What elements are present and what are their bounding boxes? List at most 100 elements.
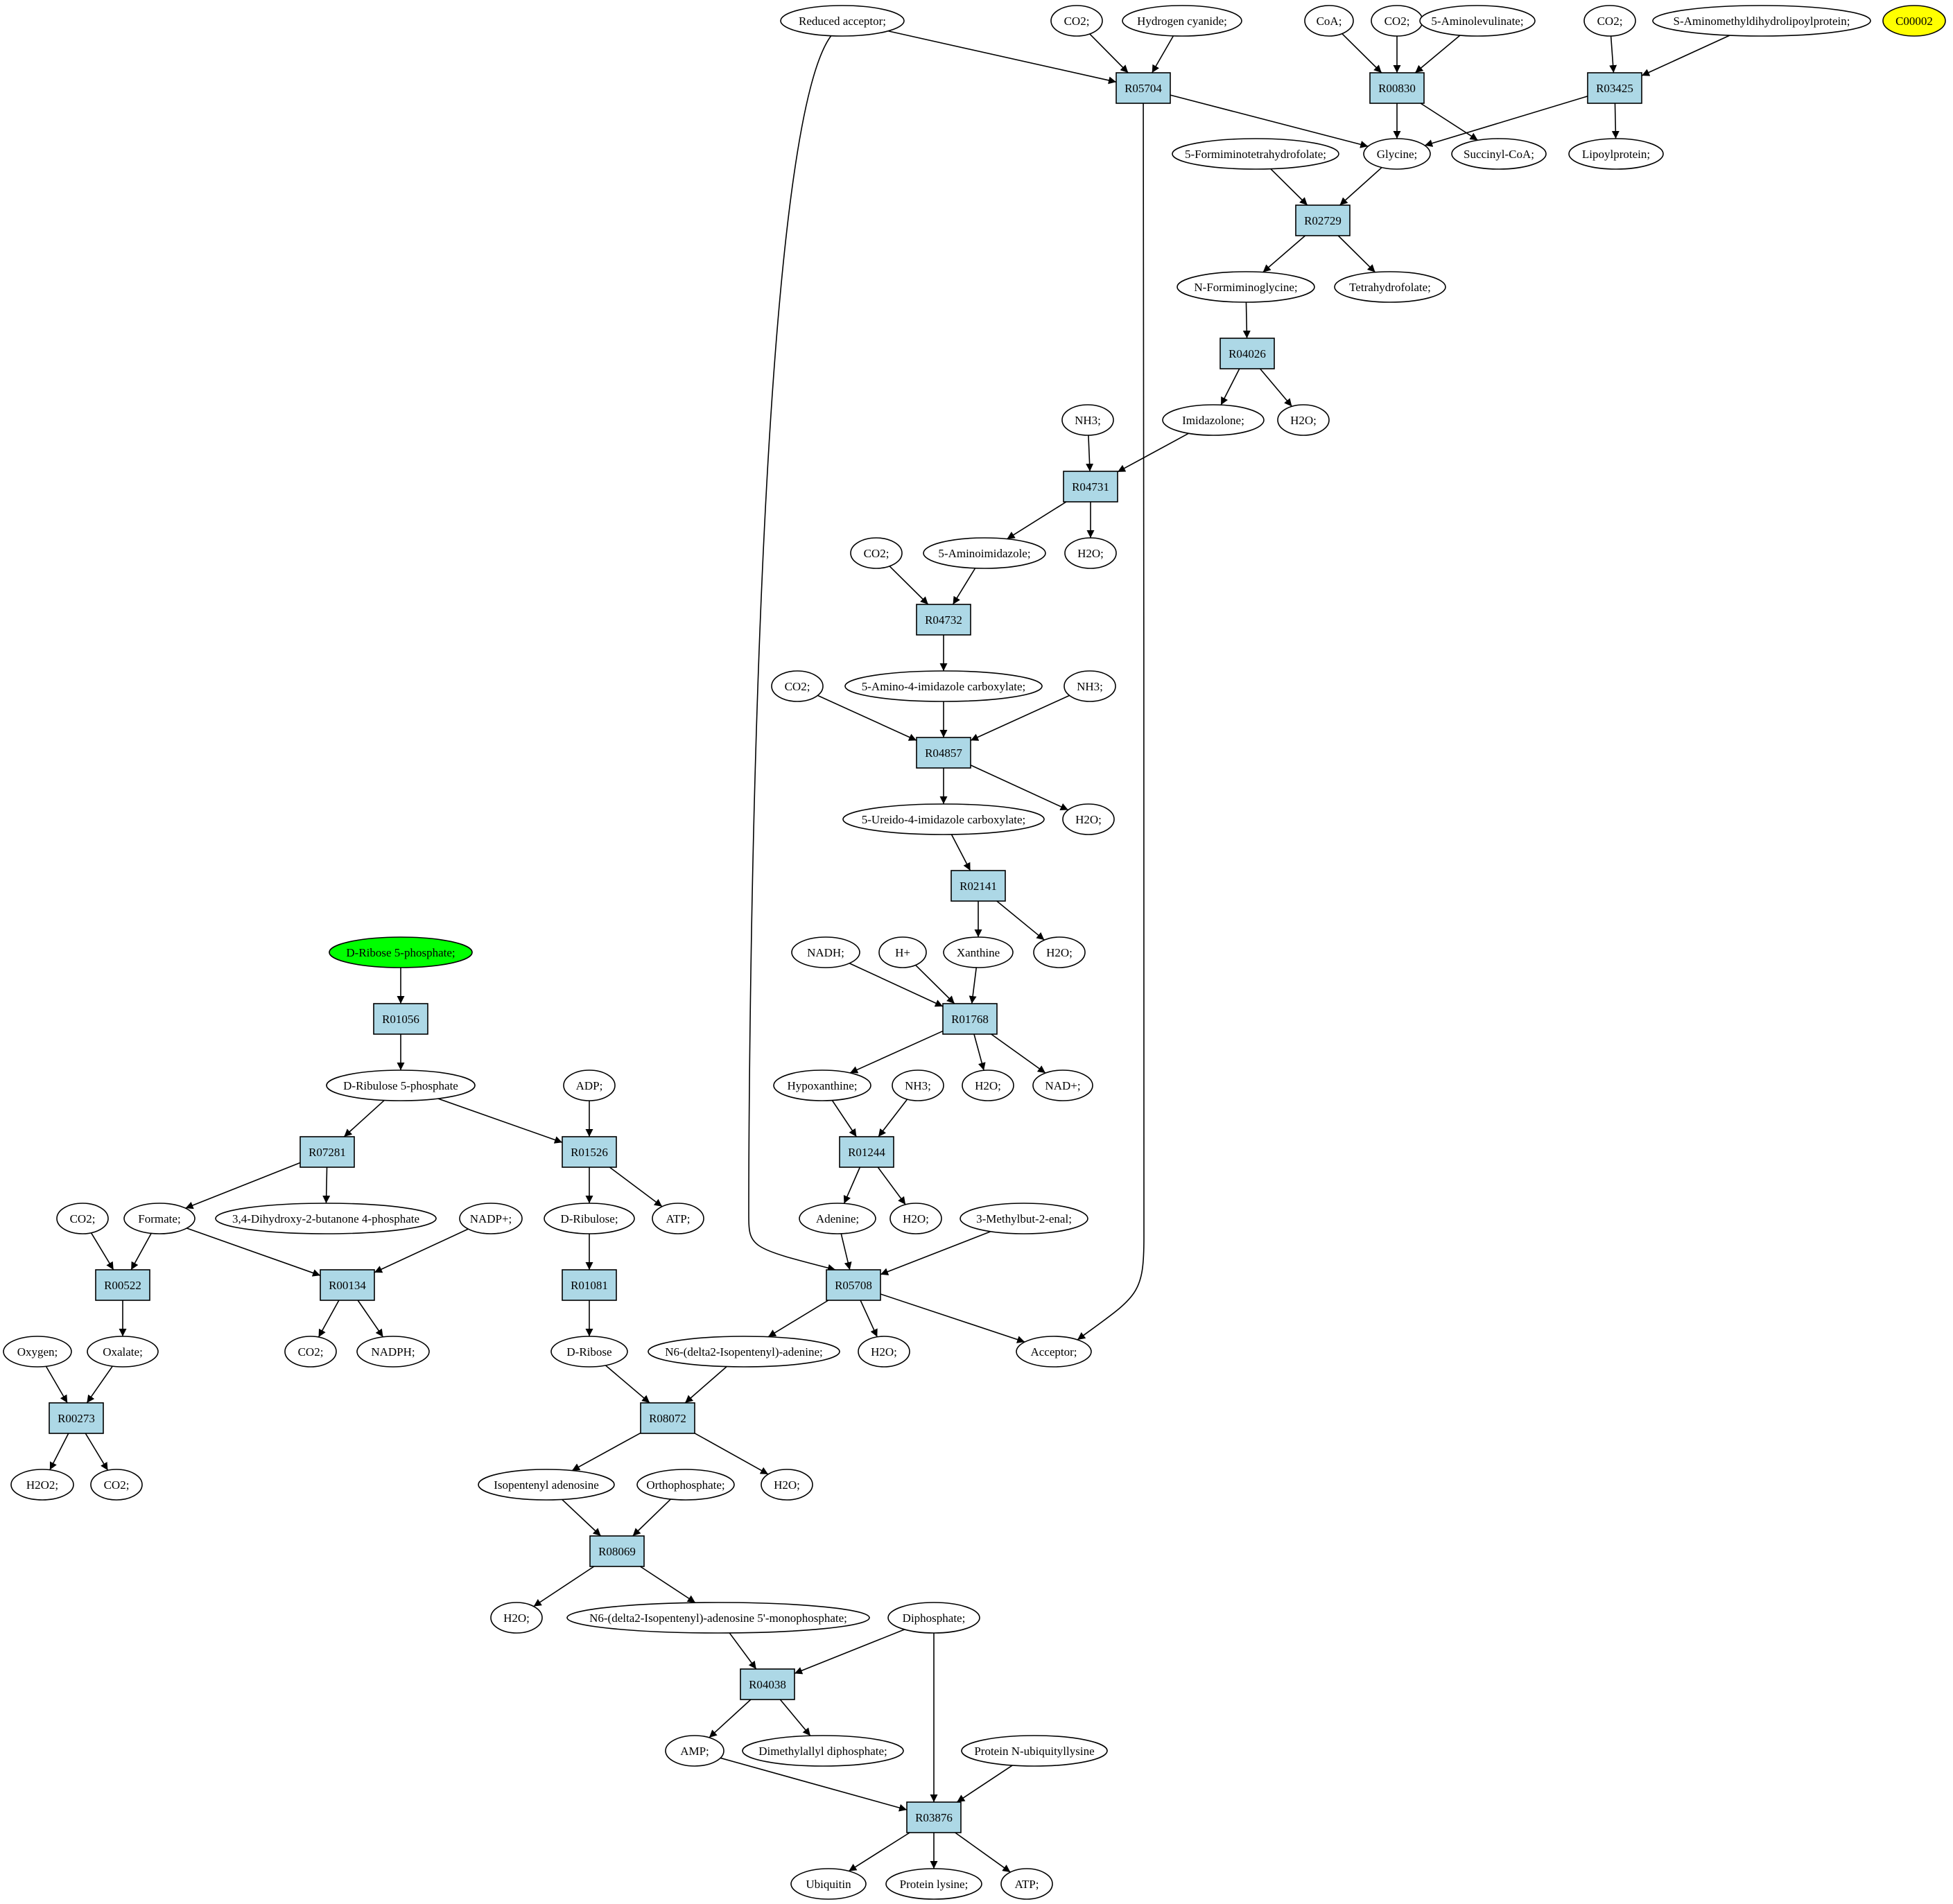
node-shape-c_gly xyxy=(1363,138,1431,170)
compound-node-c_ubi[interactable]: Ubiquitin xyxy=(790,1868,867,1900)
compound-node-c_c00002[interactable]: C00002 xyxy=(1882,5,1946,37)
node-shape-c_oxy xyxy=(3,1336,72,1368)
compound-node-c_co2_c[interactable]: CO2; xyxy=(1583,5,1636,37)
compound-node-c_ppi[interactable]: Diphosphate; xyxy=(887,1602,980,1634)
compound-node-c_lipo[interactable]: Lipoylprotein; xyxy=(1568,138,1664,170)
compound-node-c_atp_a[interactable]: ATP; xyxy=(652,1203,704,1234)
compound-node-c_dhbp[interactable]: 3,4-Dihydroxy-2-butanone 4-phosphate xyxy=(215,1203,437,1234)
compound-node-c_xan[interactable]: Xanthine xyxy=(943,936,1014,968)
reaction-node-r_r04857[interactable]: R04857 xyxy=(916,737,971,769)
reaction-node-r_r07281[interactable]: R07281 xyxy=(300,1136,355,1168)
edge-r_r00830-to-c_succoa xyxy=(1420,103,1478,141)
edge-c_formate-to-r_r00134 xyxy=(186,1228,321,1277)
compound-node-c_5u4ic[interactable]: 5-Ureido-4-imidazole carboxylate; xyxy=(842,803,1045,835)
compound-node-c_samdlp[interactable]: S-Aminomethyldihydrolipoylprotein; xyxy=(1652,5,1871,37)
compound-node-c_5aimid[interactable]: 5-Aminoimidazole; xyxy=(923,537,1046,569)
compound-node-c_co2_h[interactable]: CO2; xyxy=(90,1469,143,1501)
node-shape-c_n6iamp xyxy=(566,1602,870,1634)
compound-node-c_h2o_h[interactable]: H2O; xyxy=(761,1469,813,1501)
compound-node-c_h2o_a[interactable]: H2O; xyxy=(1277,404,1330,436)
reaction-node-r_r03876[interactable]: R03876 xyxy=(906,1801,962,1833)
compound-node-c_co2_a[interactable]: CO2; xyxy=(1050,5,1103,37)
reaction-node-r_r00522[interactable]: R00522 xyxy=(95,1269,150,1301)
compound-node-c_formate[interactable]: Formate; xyxy=(123,1203,196,1234)
compound-node-c_h2o_f[interactable]: H2O; xyxy=(889,1203,942,1234)
compound-node-c_nh3_b[interactable]: NH3; xyxy=(1064,670,1116,702)
compound-node-c_ala[interactable]: 5-Aminolevulinate; xyxy=(1419,5,1536,37)
node-shape-c_coa xyxy=(1304,5,1354,37)
compound-node-c_h2o_c[interactable]: H2O; xyxy=(1062,803,1115,835)
compound-node-c_succoa[interactable]: Succinyl-CoA; xyxy=(1451,138,1547,170)
reaction-node-r_r01244[interactable]: R01244 xyxy=(839,1136,894,1168)
node-label-c_hplus: H+ xyxy=(895,946,910,959)
compound-node-c_5a4ic[interactable]: 5-Amino-4-imidazole carboxylate; xyxy=(844,670,1043,702)
compound-node-c_nadph[interactable]: NADPH; xyxy=(356,1336,430,1368)
compound-node-c_nadh[interactable]: NADH; xyxy=(791,936,860,968)
reaction-node-r_r01768[interactable]: R01768 xyxy=(942,1003,998,1035)
reaction-node-r_r05704[interactable]: R05704 xyxy=(1116,72,1171,104)
reaction-node-r_r04732[interactable]: R04732 xyxy=(916,604,971,636)
compound-node-c_hplus[interactable]: H+ xyxy=(878,936,927,968)
reaction-node-r_r03425[interactable]: R03425 xyxy=(1587,72,1642,104)
compound-node-c_drib[interactable]: D-Ribose xyxy=(550,1336,628,1368)
reaction-node-r_r04038[interactable]: R04038 xyxy=(740,1668,795,1700)
reaction-node-r_r00273[interactable]: R00273 xyxy=(49,1402,104,1434)
reaction-node-r_r00830[interactable]: R00830 xyxy=(1369,72,1425,104)
compound-node-c_plys[interactable]: Protein lysine; xyxy=(885,1868,982,1900)
reaction-node-r_r02141[interactable]: R02141 xyxy=(951,870,1006,902)
compound-node-c_nadpp[interactable]: NADP+; xyxy=(459,1203,523,1234)
compound-node-c_oxal[interactable]: Oxalate; xyxy=(87,1336,159,1368)
reaction-node-r_r08069[interactable]: R08069 xyxy=(589,1535,645,1567)
compound-node-c_coa[interactable]: CoA; xyxy=(1304,5,1354,37)
compound-node-c_co2_b[interactable]: CO2; xyxy=(1371,5,1423,37)
compound-node-c_pi[interactable]: Orthophosphate; xyxy=(636,1469,735,1501)
compound-node-c_ipa[interactable]: Isopentenyl adenosine xyxy=(478,1469,615,1501)
node-label-c_dru5p: D-Ribulose 5-phosphate xyxy=(343,1079,458,1092)
compound-node-c_dmapp[interactable]: Dimethylallyl diphosphate; xyxy=(742,1735,904,1767)
compound-node-c_nh3_c[interactable]: NH3; xyxy=(892,1069,944,1101)
reaction-node-r_r01526[interactable]: R01526 xyxy=(562,1136,617,1168)
reaction-node-r_r05708[interactable]: R05708 xyxy=(826,1269,881,1301)
compound-node-c_dru5p[interactable]: D-Ribulose 5-phosphate xyxy=(326,1069,476,1101)
compound-node-c_co2_g[interactable]: CO2; xyxy=(284,1336,337,1368)
edge-r_r04026-to-c_h2o_a xyxy=(1259,368,1293,407)
compound-node-c_h2o_e[interactable]: H2O; xyxy=(962,1069,1014,1101)
compound-node-c_nadp[interactable]: NAD+; xyxy=(1032,1069,1093,1101)
compound-node-c_n6iamp[interactable]: N6-(delta2-Isopentenyl)-adenosine 5'-mon… xyxy=(566,1602,870,1634)
reaction-node-r_r08072[interactable]: R08072 xyxy=(640,1402,695,1434)
compound-node-c_h2o_b[interactable]: H2O; xyxy=(1064,537,1117,569)
compound-node-c_thf[interactable]: Tetrahydrofolate; xyxy=(1334,271,1446,303)
compound-node-c_imid[interactable]: Imidazolone; xyxy=(1162,404,1265,436)
compound-node-c_co2_e[interactable]: CO2; xyxy=(771,670,824,702)
compound-node-c_aden[interactable]: Adenine; xyxy=(799,1203,876,1234)
reaction-node-r_r04026[interactable]: R04026 xyxy=(1219,338,1275,369)
compound-node-c_oxy[interactable]: Oxygen; xyxy=(3,1336,72,1368)
reaction-node-r_r04731[interactable]: R04731 xyxy=(1063,471,1118,503)
compound-node-c_red_acc[interactable]: Reduced acceptor; xyxy=(780,5,905,37)
compound-node-c_hypo[interactable]: Hypoxanthine; xyxy=(773,1069,871,1101)
compound-node-c_co2_d[interactable]: CO2; xyxy=(850,537,903,569)
compound-node-c_adp[interactable]: ADP; xyxy=(563,1069,616,1101)
compound-node-c_h2o_i[interactable]: H2O; xyxy=(490,1602,543,1634)
reaction-node-r_r02729[interactable]: R02729 xyxy=(1295,204,1351,236)
compound-node-c_pnul[interactable]: Protein N-ubiquityllysine xyxy=(961,1735,1108,1767)
reaction-node-r_r01081[interactable]: R01081 xyxy=(562,1269,617,1301)
compound-node-c_3mb[interactable]: 3-Methylbut-2-enal; xyxy=(960,1203,1088,1234)
compound-node-c_5fthf[interactable]: 5-Formiminotetrahydrofolate; xyxy=(1172,138,1339,170)
compound-node-c_amp[interactable]: AMP; xyxy=(665,1735,724,1767)
reaction-node-r_r01056[interactable]: R01056 xyxy=(373,1003,428,1035)
compound-node-c_hcn[interactable]: Hydrogen cyanide; xyxy=(1122,5,1242,37)
reaction-node-r_r00134[interactable]: R00134 xyxy=(320,1269,375,1301)
compound-node-c_gly[interactable]: Glycine; xyxy=(1363,138,1431,170)
compound-node-c_h2o2[interactable]: H2O2; xyxy=(10,1469,74,1501)
compound-node-c_h2o_g[interactable]: H2O; xyxy=(858,1336,910,1368)
compound-node-c_acc[interactable]: Acceptor; xyxy=(1016,1336,1092,1368)
compound-node-c_dr5p[interactable]: D-Ribose 5-phosphate; xyxy=(329,936,473,968)
compound-node-c_co2_f[interactable]: CO2; xyxy=(56,1203,109,1234)
compound-node-c_nh3_a[interactable]: NH3; xyxy=(1061,404,1114,436)
compound-node-c_nfgly[interactable]: N-Formiminoglycine; xyxy=(1177,271,1315,303)
compound-node-c_n6ia[interactable]: N6-(delta2-Isopentenyl)-adenine; xyxy=(648,1336,840,1368)
compound-node-c_dru[interactable]: D-Ribulose; xyxy=(544,1203,635,1234)
compound-node-c_h2o_d[interactable]: H2O; xyxy=(1033,936,1086,968)
compound-node-c_atp_b[interactable]: ATP; xyxy=(1000,1868,1053,1900)
